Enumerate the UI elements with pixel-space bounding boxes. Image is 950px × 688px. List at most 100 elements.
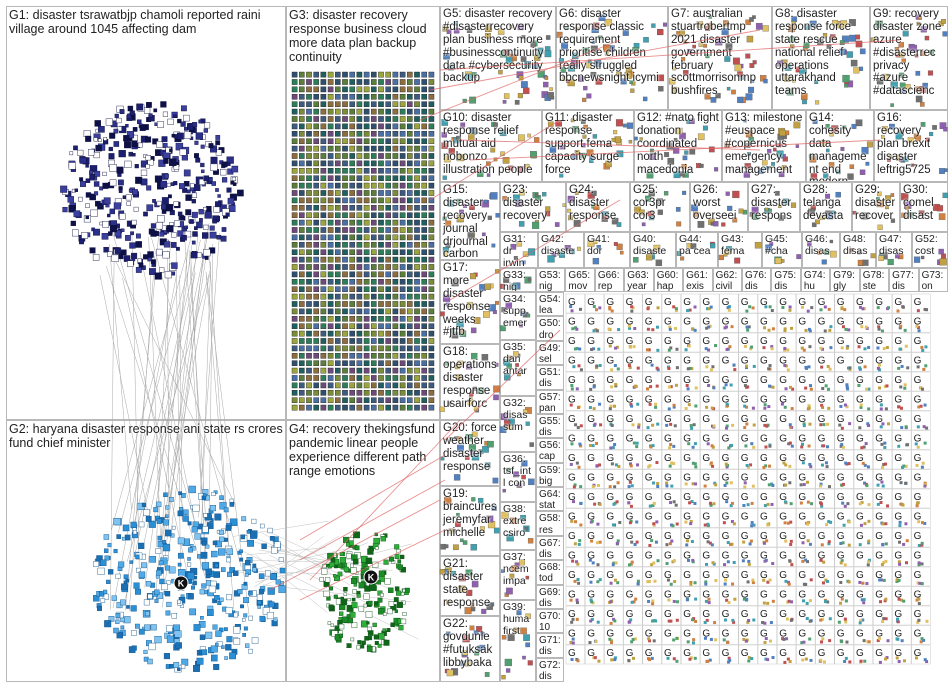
group-g29: G29: disaster recover bbox=[852, 182, 900, 232]
svg-text:G: G bbox=[606, 317, 614, 328]
svg-text:G: G bbox=[914, 434, 922, 445]
small-group: G67: dis bbox=[536, 535, 564, 561]
group-label: G34: supp emer bbox=[503, 293, 527, 329]
svg-text:G: G bbox=[606, 629, 614, 640]
small-group: G71: dis bbox=[536, 633, 564, 658]
small-group: G74: hu bbox=[800, 268, 831, 292]
svg-text:G: G bbox=[568, 648, 576, 659]
svg-text:G: G bbox=[606, 375, 614, 386]
mini-nodes bbox=[501, 559, 530, 597]
group-label: G23: disaster recovery bbox=[503, 184, 548, 222]
svg-text:G: G bbox=[645, 492, 653, 503]
mini-nodes bbox=[502, 460, 535, 493]
svg-text:G: G bbox=[626, 395, 634, 406]
svg-text:G: G bbox=[798, 492, 806, 503]
svg-text:G: G bbox=[645, 356, 653, 367]
group-label: G12: #nato fight donation coordinated no… bbox=[637, 112, 719, 176]
svg-text:G: G bbox=[683, 317, 691, 328]
svg-text:G: G bbox=[760, 473, 768, 484]
svg-text:G: G bbox=[683, 473, 691, 484]
group-g10: G10: disaster response relief mutual aid… bbox=[440, 110, 542, 182]
svg-text:G: G bbox=[779, 356, 787, 367]
svg-text:G: G bbox=[741, 492, 749, 503]
svg-text:G: G bbox=[894, 590, 902, 601]
small-group-label: G68: tod bbox=[539, 562, 561, 585]
group-label: G45: #cha bbox=[765, 233, 788, 257]
svg-text:G: G bbox=[894, 336, 902, 347]
svg-text:G: G bbox=[875, 375, 883, 386]
svg-text:G: G bbox=[875, 434, 883, 445]
svg-text:G: G bbox=[894, 356, 902, 367]
group-label: G32: disas sum bbox=[503, 397, 528, 433]
group-g38: G38: extre csiro bbox=[500, 502, 536, 550]
group-label: G3: disaster recovery response business … bbox=[289, 8, 427, 64]
svg-text:G: G bbox=[875, 648, 883, 659]
svg-text:G: G bbox=[914, 297, 922, 308]
svg-text:G: G bbox=[894, 492, 902, 503]
small-group: G58: res bbox=[536, 511, 564, 536]
svg-text:G: G bbox=[587, 629, 595, 640]
svg-text:G: G bbox=[875, 531, 883, 542]
svg-text:G: G bbox=[587, 317, 595, 328]
svg-text:G: G bbox=[894, 551, 902, 562]
small-group: G70: 10 bbox=[536, 608, 564, 634]
svg-text:G: G bbox=[894, 375, 902, 386]
small-group-label: G54: lea bbox=[539, 294, 561, 317]
svg-text:G: G bbox=[856, 453, 864, 464]
svg-text:G: G bbox=[741, 356, 749, 367]
svg-text:G: G bbox=[798, 512, 806, 523]
group-label: G52: cost bbox=[915, 233, 938, 257]
svg-text:G: G bbox=[914, 317, 922, 328]
mini-nodes bbox=[633, 244, 663, 267]
svg-text:G: G bbox=[779, 609, 787, 620]
svg-text:G: G bbox=[626, 648, 634, 659]
svg-text:G: G bbox=[645, 512, 653, 523]
svg-text:G: G bbox=[798, 395, 806, 406]
svg-text:G: G bbox=[645, 395, 653, 406]
svg-text:G: G bbox=[856, 648, 864, 659]
svg-text:G: G bbox=[722, 356, 730, 367]
svg-text:G: G bbox=[722, 297, 730, 308]
svg-text:G: G bbox=[894, 512, 902, 523]
svg-text:G: G bbox=[875, 414, 883, 425]
svg-text:G: G bbox=[568, 590, 576, 601]
svg-text:G: G bbox=[606, 590, 614, 601]
small-group: G79: gly bbox=[830, 268, 860, 292]
group-g40: G40: disaste bbox=[630, 232, 676, 268]
mini-nodes bbox=[878, 252, 904, 266]
svg-text:G: G bbox=[914, 453, 922, 464]
svg-text:G: G bbox=[568, 512, 576, 523]
svg-text:G: G bbox=[683, 551, 691, 562]
mini-nodes bbox=[852, 191, 896, 230]
svg-text:G: G bbox=[818, 453, 826, 464]
svg-text:G: G bbox=[683, 648, 691, 659]
small-group: G50: dro bbox=[536, 316, 564, 341]
svg-text:G: G bbox=[702, 609, 710, 620]
svg-text:G: G bbox=[837, 414, 845, 425]
small-group: G65: mov bbox=[565, 268, 595, 292]
svg-text:G: G bbox=[837, 453, 845, 464]
svg-text:G: G bbox=[760, 297, 768, 308]
svg-text:G: G bbox=[587, 414, 595, 425]
svg-text:G: G bbox=[568, 356, 576, 367]
svg-text:G: G bbox=[626, 336, 634, 347]
group-label: G33: nig bbox=[503, 269, 526, 292]
svg-text:G: G bbox=[664, 609, 672, 620]
svg-text:G: G bbox=[645, 453, 653, 464]
svg-text:G: G bbox=[587, 648, 595, 659]
svg-text:G: G bbox=[856, 473, 864, 484]
group-label: G46: disas bbox=[805, 233, 830, 257]
svg-text:G: G bbox=[683, 375, 691, 386]
small-group: G51: dis bbox=[536, 365, 564, 390]
svg-text:G: G bbox=[664, 512, 672, 523]
svg-text:G: G bbox=[606, 395, 614, 406]
small-group-label: G64: stat bbox=[539, 489, 561, 512]
svg-text:G: G bbox=[722, 434, 730, 445]
svg-text:G: G bbox=[914, 395, 922, 406]
group-g1: G1: disaster tsrawatbjp chamoli reported… bbox=[6, 6, 286, 420]
svg-text:G: G bbox=[702, 434, 710, 445]
svg-text:G: G bbox=[664, 414, 672, 425]
svg-text:G: G bbox=[606, 531, 614, 542]
group-g27: G27: disaster respons bbox=[748, 182, 800, 232]
svg-text:G: G bbox=[587, 453, 595, 464]
